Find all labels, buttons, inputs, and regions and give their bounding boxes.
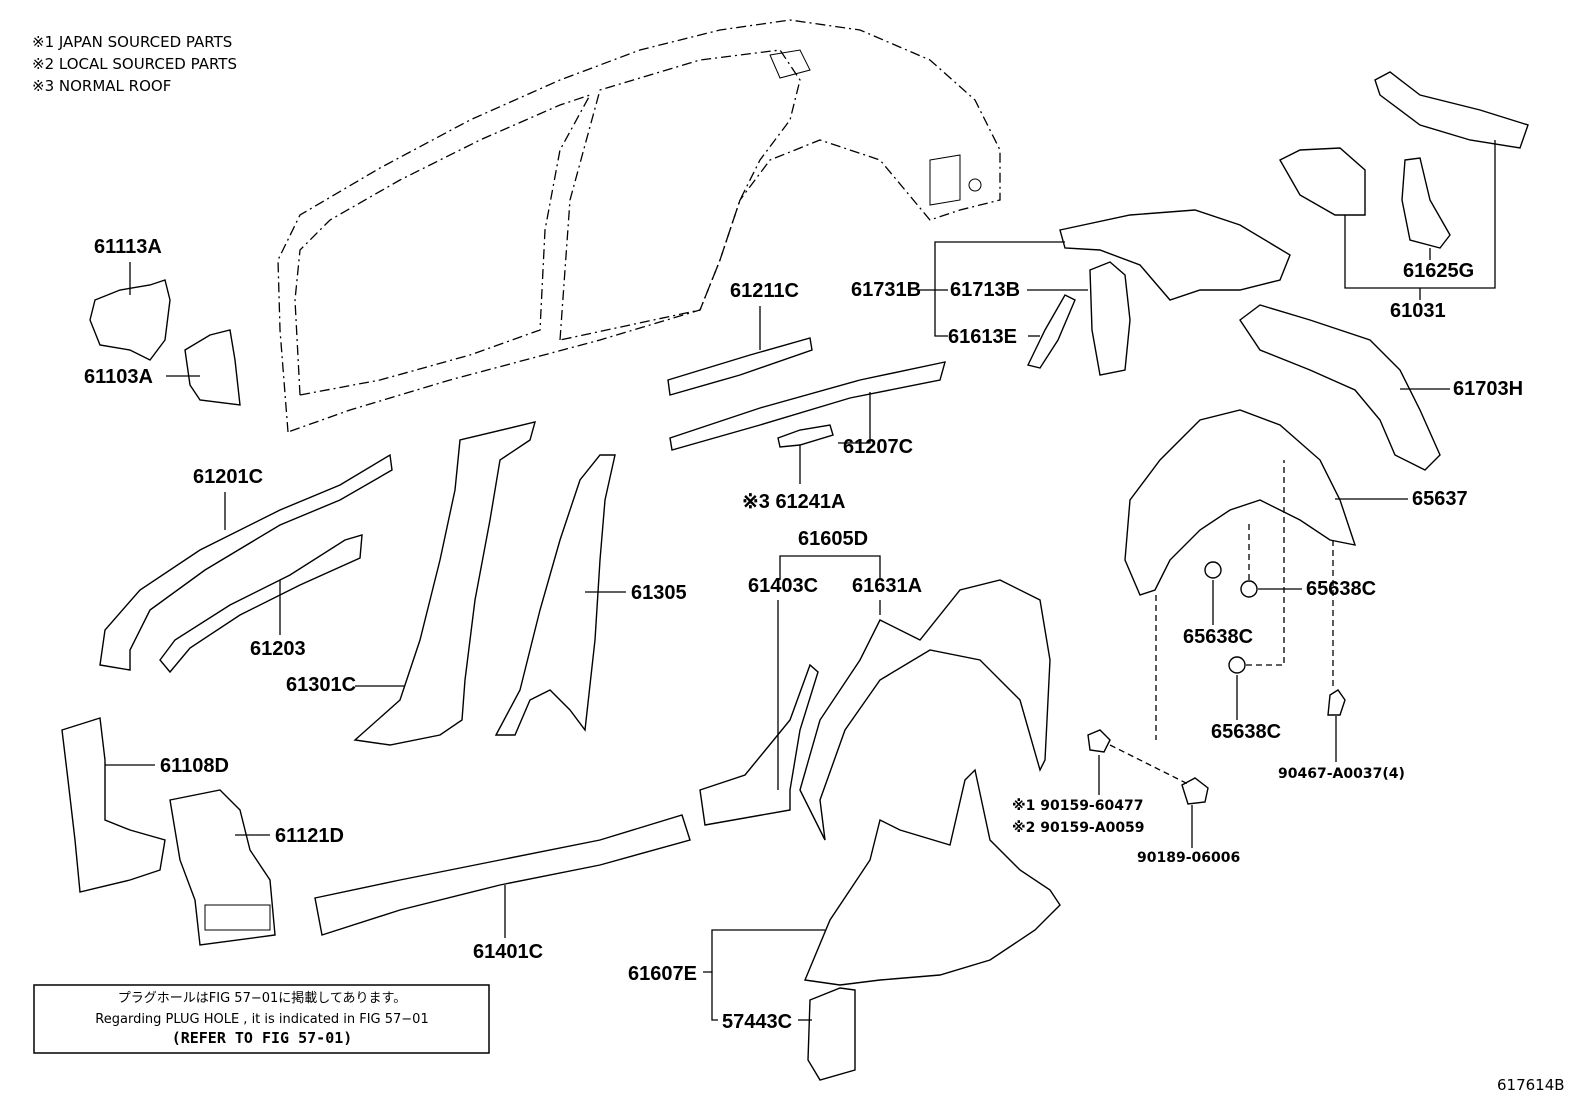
part-90189-nut — [1181, 777, 1209, 805]
label-65637: 65637 — [1412, 488, 1468, 510]
label-57443C: 57443C — [722, 1011, 792, 1033]
label-61121D: 61121D — [275, 825, 344, 847]
label-61207C: 61207C — [843, 436, 913, 458]
plug-hole-note-jp: プラグホールはFIG 57−01に掲載してあります。 — [118, 990, 406, 1006]
label-61703H: 61703H — [1453, 378, 1523, 400]
label-61625G: 61625G — [1403, 260, 1474, 282]
part-57443C — [807, 987, 856, 1081]
note-normal-roof: ※3 NORMAL ROOF — [32, 77, 171, 95]
label-61108D: 61108D — [160, 755, 229, 777]
part-90159-bolt — [1087, 729, 1111, 753]
label-61201C: 61201C — [193, 466, 263, 488]
part-61607E — [804, 768, 1061, 986]
part-61108D — [61, 717, 166, 893]
label-61403C: 61403C — [748, 575, 818, 597]
part-65637-wheel-liner — [1124, 409, 1357, 596]
part-65638C-b — [1240, 580, 1258, 598]
part-61103A — [184, 329, 241, 406]
label-65638C-a: 65638C — [1183, 626, 1253, 648]
plug-hole-note-en: Regarding PLUG HOLE , it is indicated in… — [95, 1012, 428, 1027]
label-61113A: 61113A — [94, 236, 162, 258]
part-65638C-c — [1228, 656, 1246, 674]
label-61203: 61203 — [250, 638, 306, 660]
figure-id: 617614B — [1497, 1076, 1565, 1094]
part-61211C — [667, 337, 813, 396]
part-61121D — [169, 789, 276, 946]
part-61305 — [494, 454, 616, 736]
part-61241A — [777, 424, 834, 448]
label-61631A: 61631A — [852, 575, 922, 597]
part-61731B — [1059, 209, 1291, 301]
label-65638C-b: 65638C — [1306, 578, 1376, 600]
part-61113A — [89, 279, 171, 361]
part-61301C — [353, 421, 536, 746]
part-65638C-a — [1204, 561, 1222, 579]
note-local-sourced: ※2 LOCAL SOURCED PARTS — [32, 55, 237, 73]
label-61613E: 61613E — [948, 326, 1017, 348]
label-61605D: 61605D — [798, 528, 868, 550]
label-61713B: 61713B — [950, 279, 1020, 301]
label-61305: 61305 — [631, 582, 687, 604]
part-61203 — [159, 534, 363, 674]
part-61207C — [669, 361, 946, 451]
label-61731B: 61731B — [851, 279, 921, 301]
part-61625G — [1401, 157, 1451, 249]
part-61403C — [699, 663, 819, 826]
note-japan-sourced: ※1 JAPAN SOURCED PARTS — [32, 33, 232, 51]
label-61211C: 61211C — [730, 280, 799, 302]
plug-hole-note-box: プラグホールはFIG 57−01に掲載してあります。 Regarding PLU… — [33, 984, 490, 1054]
label-61031: 61031 — [1390, 300, 1446, 322]
body-side-outer-panel — [277, 19, 1001, 433]
label-61401C: 61401C — [473, 941, 543, 963]
label-61241A: ※3 61241A — [742, 491, 846, 513]
part-61401C — [314, 814, 691, 936]
label-90159-60477: ※1 90159-60477 — [1012, 798, 1143, 814]
part-90467-clip — [1327, 689, 1346, 716]
part-61631A — [799, 579, 1051, 841]
part-61201C — [99, 453, 393, 671]
plug-hole-refer: (REFER TO FIG 57-01) — [172, 1029, 353, 1047]
label-61103A: 61103A — [84, 366, 153, 388]
label-90467: 90467-A0037(4) — [1278, 766, 1405, 782]
part-61031-side — [1279, 147, 1366, 216]
label-61301C: 61301C — [286, 674, 356, 696]
label-61607E: 61607E — [628, 963, 697, 985]
part-61703H — [1239, 304, 1441, 471]
part-61031-upper — [1374, 71, 1529, 149]
part-61713B — [1089, 261, 1131, 376]
part-61613E — [1026, 294, 1076, 369]
label-65638C-c: 65638C — [1211, 721, 1281, 743]
label-90159-A0059: ※2 90159-A0059 — [1012, 820, 1145, 836]
label-90189: 90189-06006 — [1137, 850, 1240, 866]
